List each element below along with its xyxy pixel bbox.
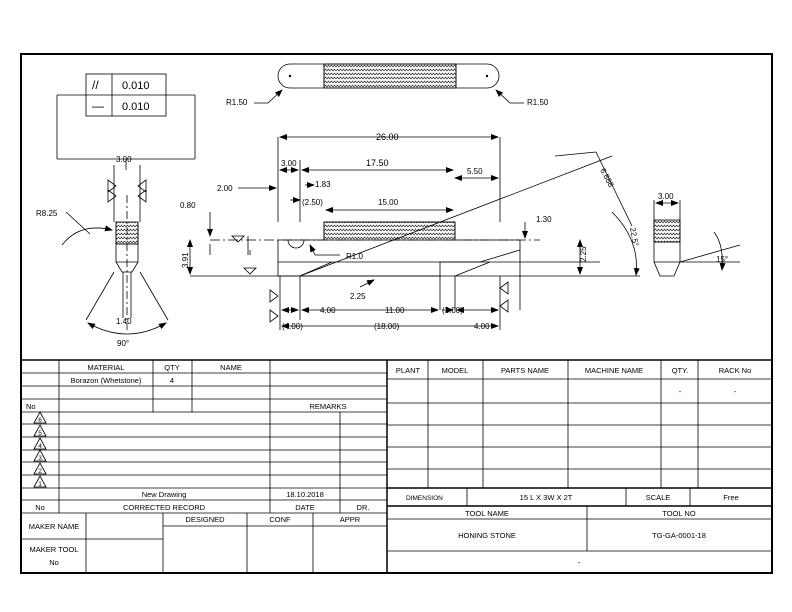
dim-4-00-paren: (4.00) xyxy=(282,322,303,331)
appr-header: APPR xyxy=(340,515,361,524)
dim-r1-0: R1.0 xyxy=(346,252,363,261)
material-header: MATERIAL xyxy=(88,363,125,372)
dimension-label: DIMENSION xyxy=(406,495,443,502)
dim-r1-50-left: R1.50 xyxy=(226,98,248,107)
dim-2-25-vertical: 2.25 xyxy=(579,246,588,262)
dimension-value: 15 L X 3W X 2T xyxy=(520,493,573,502)
dim-1-83: 1.83 xyxy=(315,180,331,189)
straightness-value: 0.010 xyxy=(122,101,150,113)
footer-no: No xyxy=(35,503,45,512)
qty-header-right: QTY. xyxy=(672,366,689,375)
main-side-view xyxy=(187,134,640,330)
tool-no-value: TG-GA-0001-18 xyxy=(652,531,706,540)
qty-value: 4 xyxy=(170,376,174,385)
parallelism-value: 0.010 xyxy=(122,80,150,92)
dim-2-25-horizontal: 2.25 xyxy=(350,292,366,301)
scale-label: SCALE xyxy=(646,493,671,502)
drawing-area xyxy=(56,63,741,335)
dim-4-00-a: 4.00 xyxy=(320,306,336,315)
dim-1-30: 1.30 xyxy=(536,215,552,224)
footer-dr: DR. xyxy=(357,503,370,512)
designed-header: DESIGNED xyxy=(185,515,225,524)
dim-26-00: 26.00 xyxy=(376,132,399,142)
revision-3: 3 xyxy=(38,455,42,462)
maker-name-label: MAKER NAME xyxy=(29,522,79,531)
parts-name-header: PARTS NAME xyxy=(501,366,549,375)
revision-4: 4 xyxy=(38,443,42,450)
dim-18-00: (18.00) xyxy=(374,322,400,331)
tool-no-header: TOOL NO xyxy=(662,509,696,518)
tool-name-value: HONING STONE xyxy=(458,531,516,540)
dim-0-80: 0.80 xyxy=(180,201,196,210)
name-header: NAME xyxy=(220,363,242,372)
conf-header: CONF xyxy=(269,515,291,524)
dim-3-00-paren: (3.00) xyxy=(442,306,463,315)
tool-name-header: TOOL NAME xyxy=(465,509,509,518)
drawing-text: // 0.010 — 0.010 3.00 R8.25 1.40 90° R1.… xyxy=(36,78,728,348)
rack-no-header: RACK No xyxy=(719,366,752,375)
dim-3-00-right: 3.00 xyxy=(658,192,674,201)
scale-value: Free xyxy=(723,493,738,502)
plant-header: PLANT xyxy=(396,366,421,375)
qty-value-right: - xyxy=(679,387,682,396)
tolerance-frame xyxy=(56,73,196,170)
dim-11-00: 11.00 xyxy=(385,306,405,315)
footer-corrected-record: CORRECTED RECORD xyxy=(123,503,206,512)
dim-3-91: 3.91 xyxy=(181,252,190,268)
right-title-block xyxy=(387,360,772,552)
maker-tool-label: MAKER TOOL xyxy=(30,545,79,554)
model-header: MODEL xyxy=(442,366,469,375)
straightness-symbol: — xyxy=(92,99,104,113)
dim-4-00-b: 4.00 xyxy=(474,322,490,331)
dim-90-deg: 90° xyxy=(117,339,129,348)
dim-2-50: (2.50) xyxy=(302,198,323,207)
rack-no-value: - xyxy=(734,387,737,396)
dim-15-deg: 15° xyxy=(716,255,728,264)
dim-5-50: 5.50 xyxy=(467,167,483,176)
remarks-header: REMARKS xyxy=(309,402,346,411)
sheet-border xyxy=(20,53,773,574)
dim-15-00: 15.00 xyxy=(378,198,399,207)
dim-22-5-deg: 22.5° xyxy=(628,227,640,247)
revision-1: 1 xyxy=(38,481,42,488)
qty-header: QTY xyxy=(164,363,179,372)
dim-17-50: 17.50 xyxy=(366,158,389,168)
revision-description: New Drawing xyxy=(142,490,187,499)
left-end-view xyxy=(61,165,169,335)
material-value: Borazon (Whetstone) xyxy=(71,376,142,385)
dim-2-00: 2.00 xyxy=(217,184,233,193)
right-end-view xyxy=(653,200,741,277)
revision-6: 6 xyxy=(38,417,42,424)
dim-r1-50-right: R1.50 xyxy=(527,98,549,107)
revision-no-label: No xyxy=(26,402,36,411)
bottom-row-value: - xyxy=(578,558,581,567)
left-title-block xyxy=(21,360,388,573)
left-title-text: MATERIAL QTY NAME Borazon (Whetstone) 4 … xyxy=(26,363,369,567)
dim-3-00-left: 3.00 xyxy=(116,155,132,164)
dim-6-888: 6.888 xyxy=(598,167,616,189)
footer-date: DATE xyxy=(295,503,314,512)
dim-r8-25: R8.25 xyxy=(36,209,58,218)
revision-date: 18.10.2018 xyxy=(286,490,324,499)
revision-2: 2 xyxy=(38,468,42,475)
revision-5: 5 xyxy=(38,430,42,437)
dim-1-40: 1.40 xyxy=(116,317,132,326)
right-title-text: PLANT MODEL PARTS NAME MACHINE NAME QTY.… xyxy=(396,366,751,567)
flatness-symbol: // xyxy=(92,78,99,92)
top-view xyxy=(254,63,524,104)
machine-name-header: MACHINE NAME xyxy=(585,366,643,375)
maker-tool-no-label: No xyxy=(49,558,59,567)
dim-3-00-mid: 3.00 xyxy=(281,159,297,168)
